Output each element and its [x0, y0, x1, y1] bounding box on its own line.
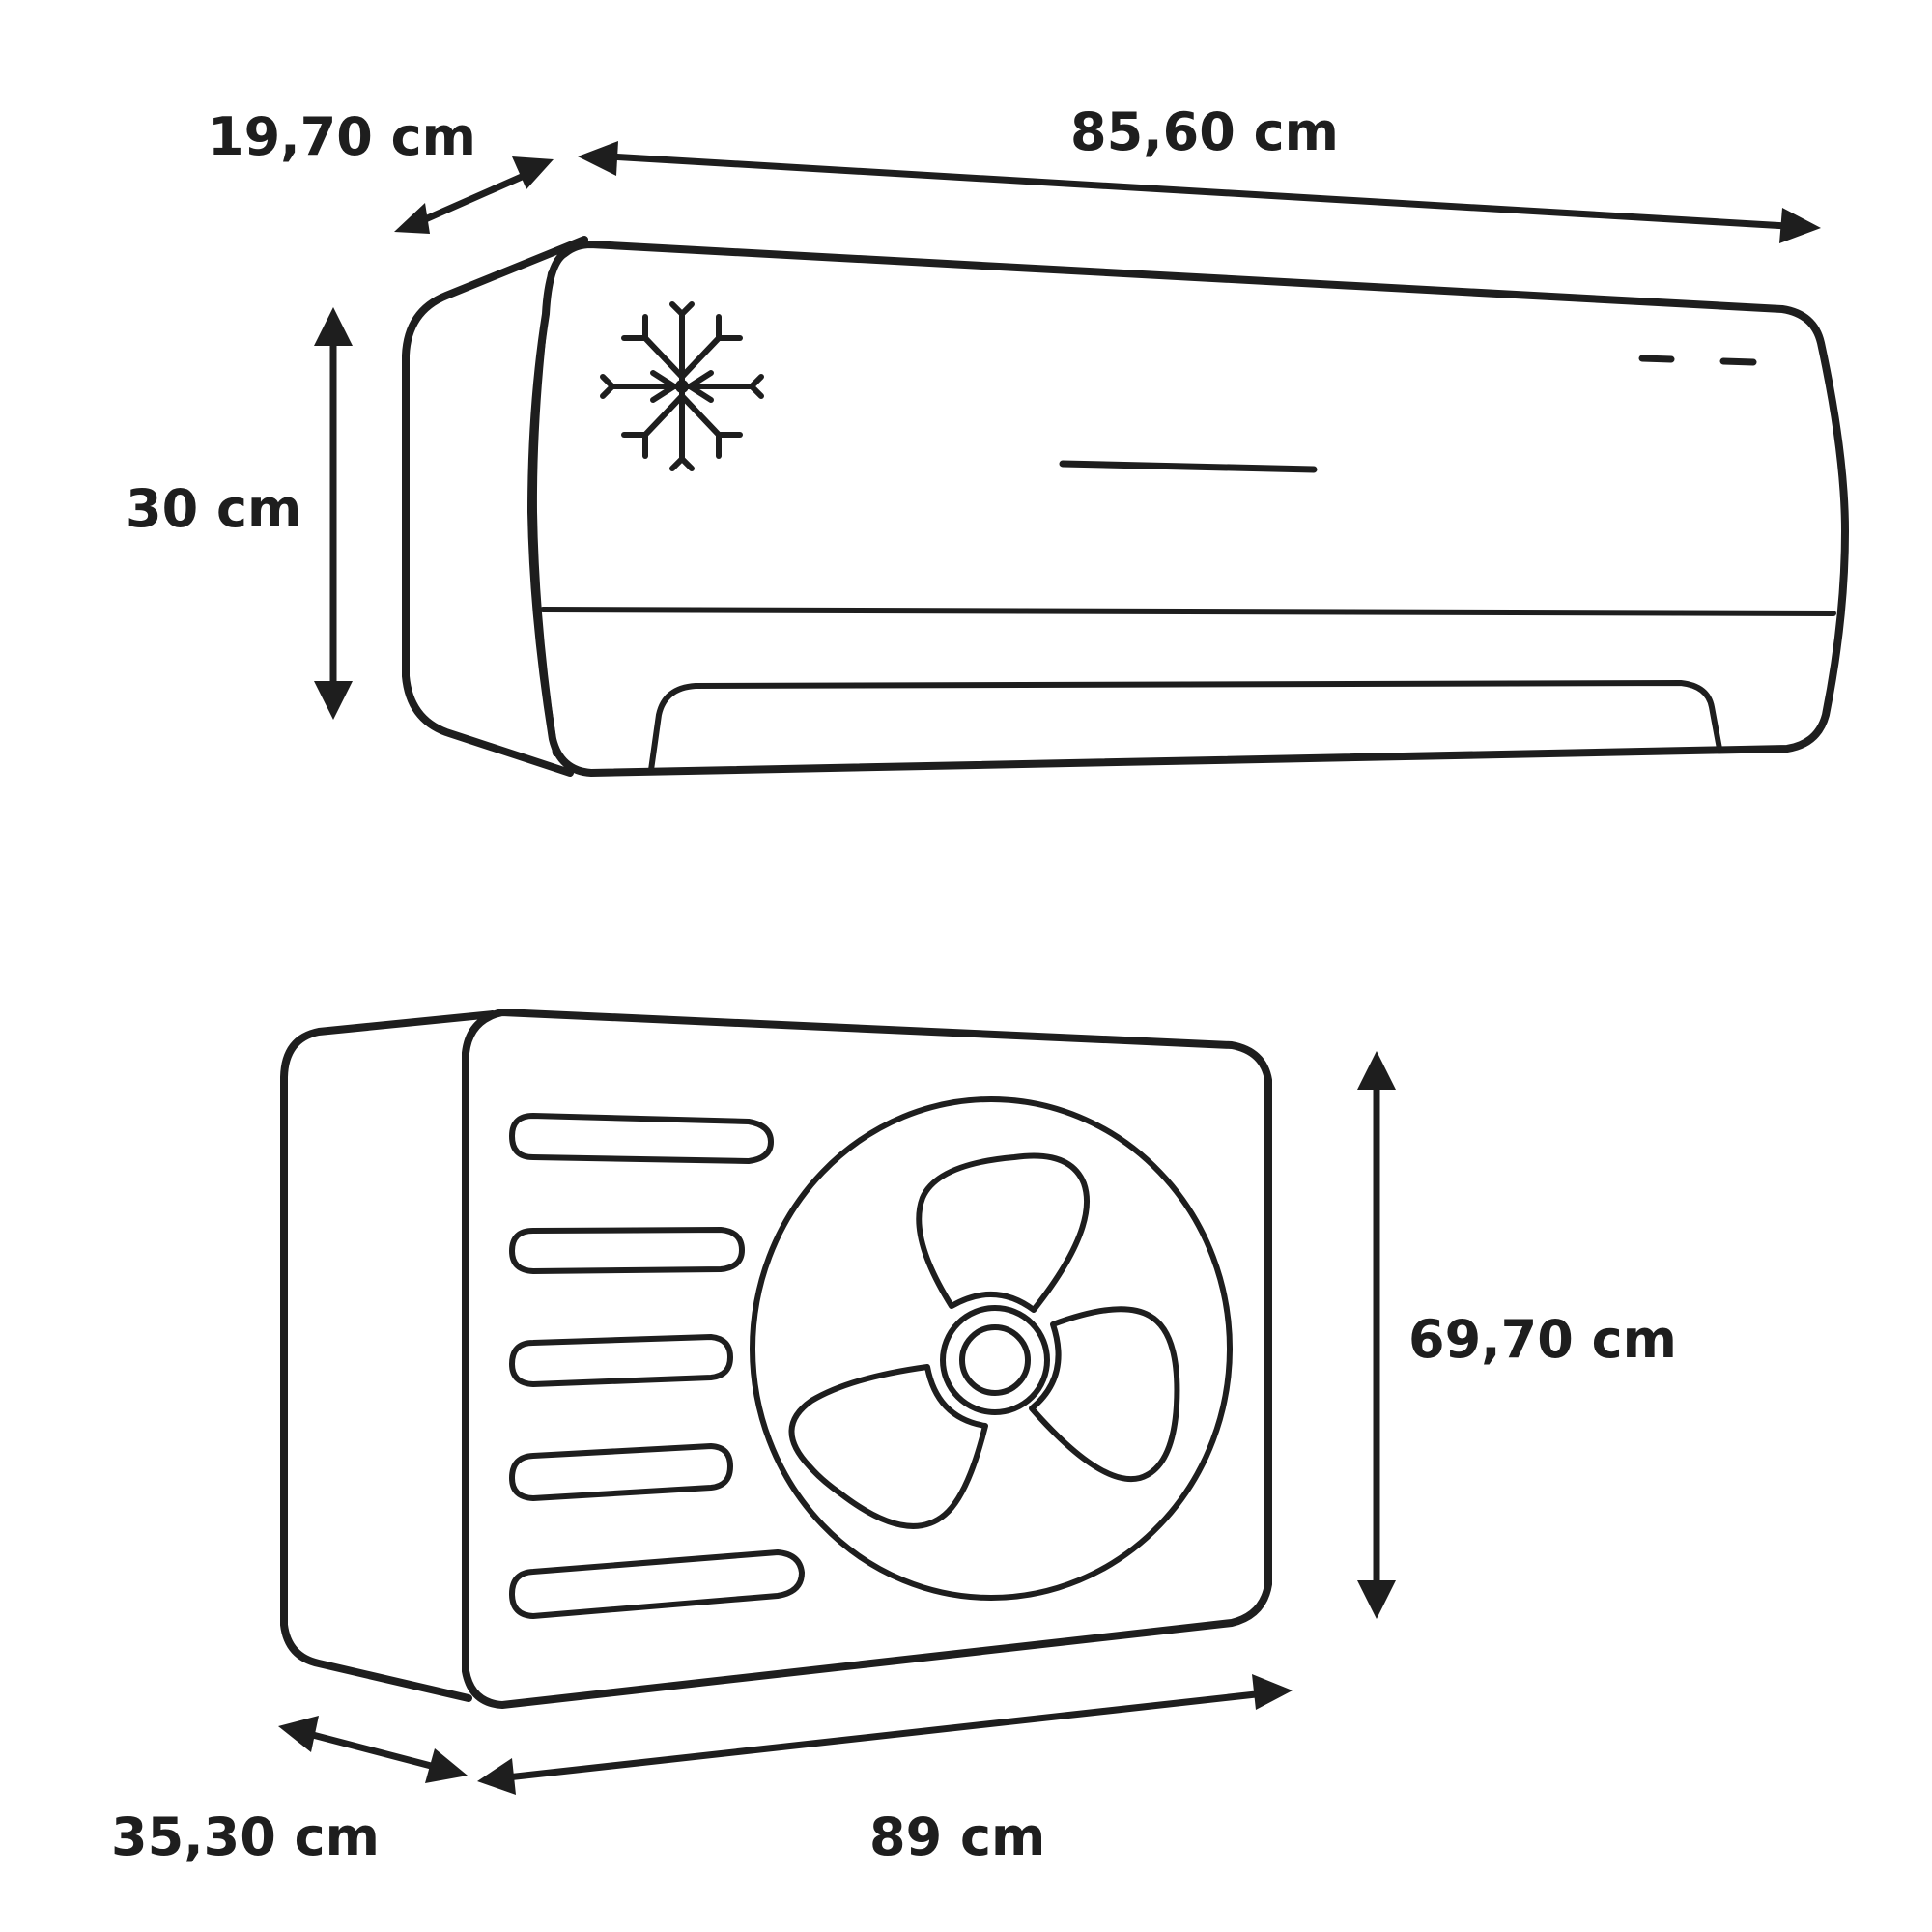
arrowhead-icon	[314, 681, 353, 720]
fan-hub-inner	[959, 1324, 1031, 1396]
fan-blade	[916, 1152, 1090, 1313]
arrowhead-icon	[477, 1758, 516, 1795]
outdoor-unit	[280, 1009, 1272, 1709]
indoor-unit-front-edge	[530, 270, 558, 756]
indoor-unit-panel-divider	[540, 607, 1836, 616]
arrowhead-icon	[314, 307, 353, 346]
arrowhead-icon	[512, 156, 554, 189]
indoor-unit	[402, 236, 1849, 777]
vent-slot	[509, 1227, 745, 1274]
snowflake-icon	[600, 301, 764, 471]
indoor-unit-side-panel	[402, 236, 588, 777]
arrowhead-icon	[1357, 1580, 1396, 1619]
arrowhead-icon	[1357, 1051, 1396, 1090]
fan-blade	[1029, 1306, 1180, 1482]
indoor-unit-air-outlet	[648, 680, 1722, 773]
fan-hub-outer	[940, 1305, 1050, 1415]
outdoor-height-dimension: 69,70 cm	[1357, 1051, 1677, 1619]
outdoor-height-label: 69,70 cm	[1408, 1309, 1677, 1370]
indicator-light-2	[1719, 357, 1757, 366]
outdoor-width-label: 89 cm	[869, 1806, 1045, 1867]
indoor-width-dimension: 85,60 cm	[578, 101, 1821, 243]
indoor-unit-display-bar	[1059, 460, 1318, 473]
outdoor-depth-label: 35,30 cm	[111, 1806, 380, 1867]
arrowhead-icon	[394, 203, 430, 234]
indoor-depth-label: 19,70 cm	[208, 106, 476, 167]
vent-slot	[509, 1334, 733, 1387]
arrowhead-icon	[1779, 208, 1821, 243]
vent-slot	[509, 1113, 774, 1164]
outdoor-depth-dimension: 35,30 cm	[111, 1716, 468, 1867]
arrowhead-icon	[578, 141, 618, 176]
indoor-width-label: 85,60 cm	[1070, 101, 1339, 162]
indoor-depth-dimension: 19,70 cm	[208, 106, 554, 234]
arrowhead-icon	[425, 1748, 468, 1783]
fan-grille	[750, 1096, 1233, 1601]
indoor-width-line	[605, 153, 1791, 230]
arrowhead-icon	[1252, 1674, 1293, 1710]
indicator-light-1	[1638, 355, 1675, 363]
indoor-height-label: 30 cm	[126, 478, 301, 539]
vent-slot	[509, 1443, 733, 1501]
outdoor-width-dimension: 89 cm	[477, 1674, 1293, 1867]
fan-blade	[788, 1364, 988, 1529]
outdoor-unit-side-panel	[280, 1010, 497, 1702]
outdoor-unit-front-panel	[462, 1009, 1272, 1709]
indoor-unit-front-panel	[527, 241, 1849, 777]
vent-slot	[509, 1549, 805, 1619]
indoor-depth-line	[419, 173, 526, 224]
arrowhead-icon	[278, 1716, 319, 1752]
outdoor-depth-line	[305, 1730, 439, 1771]
fan-icon	[788, 1152, 1180, 1529]
indoor-height-dimension: 30 cm	[126, 307, 353, 720]
outdoor-width-line	[503, 1690, 1260, 1781]
